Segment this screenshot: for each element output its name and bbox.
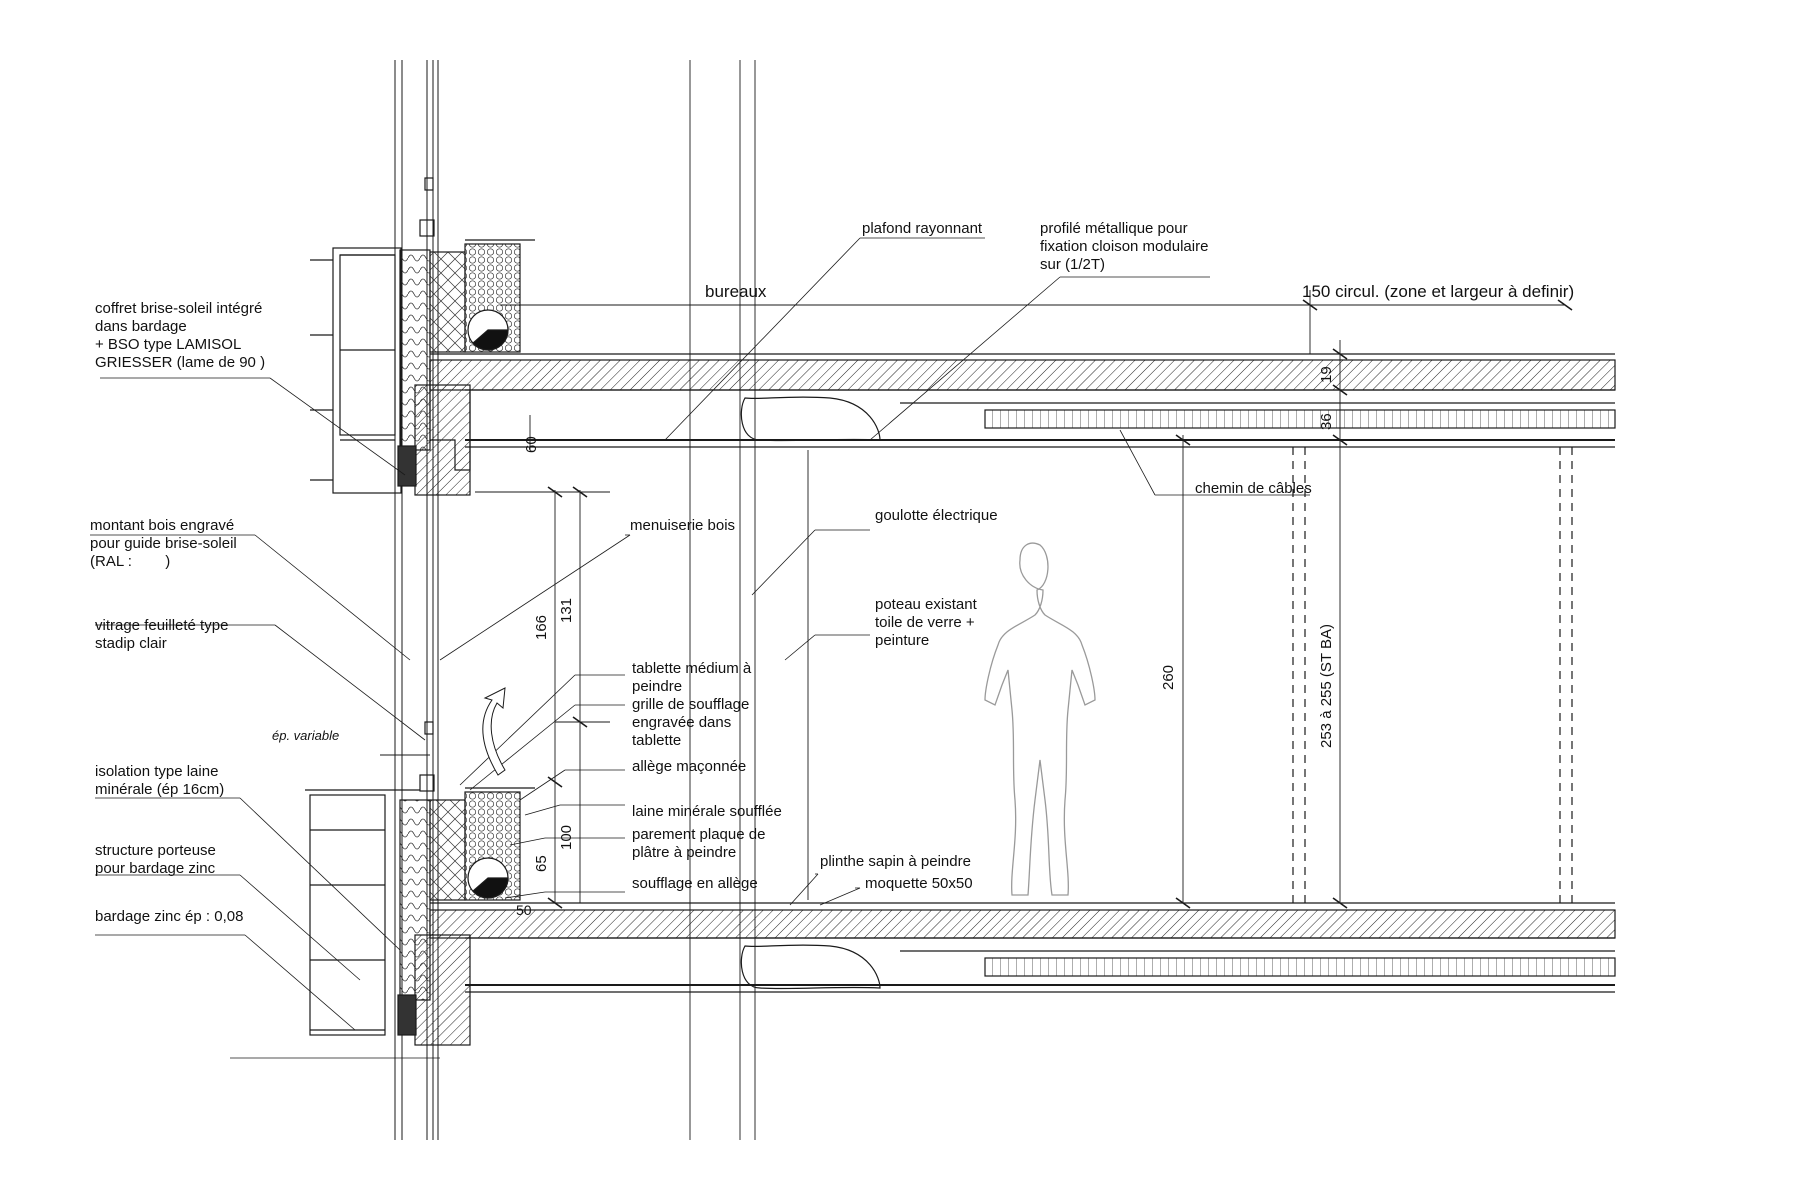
dimension-253: 253 à 255 (ST BA): [1318, 624, 1335, 748]
label-ep-variable: ép. variable: [272, 728, 340, 743]
label-bureaux: bureaux: [705, 282, 767, 301]
label-moquette: moquette 50x50: [865, 875, 973, 892]
dimension-36: 36: [1318, 413, 1335, 430]
dimension-260: 260: [1160, 664, 1177, 690]
dimension-166: 166: [533, 614, 550, 640]
label-montant: montant bois engravé pour guide brise-so…: [90, 517, 237, 570]
dimension-65: 65: [533, 855, 550, 872]
label-chemin: chemin de câbles: [1195, 480, 1312, 497]
label-poteau: poteau existant toile de verre + peintur…: [875, 596, 977, 649]
label-isolation: isolation type laine minérale (ép 16cm): [95, 763, 225, 798]
label-profile: profilé métallique pour fixation cloison…: [1040, 220, 1209, 273]
label-tablette: tablette médium à peindre: [632, 660, 752, 695]
dimension-19: 19: [1318, 366, 1335, 383]
label-parement: parement plaque de plâtre à peindre: [632, 826, 766, 861]
label-plafond: plafond rayonnant: [862, 220, 983, 237]
dimension-100: 100: [558, 824, 575, 850]
label-grille: grille de soufflage engravée dans tablet…: [632, 696, 750, 749]
label-vitrage: vitrage feuilleté type stadip clair: [95, 617, 229, 652]
label-goulotte: goulotte électrique: [875, 507, 998, 524]
dimension-60: 60: [523, 436, 540, 453]
label-coffret: coffret brise-soleil intégré dans bardag…: [95, 300, 266, 371]
label-plinthe: plinthe sapin à peindre: [820, 853, 971, 870]
label-laine-soufflee: laine minérale soufflée: [632, 803, 782, 820]
label-structure: structure porteuse pour bardage zinc: [95, 842, 216, 877]
dimension-131: 131: [558, 597, 575, 623]
label-bardage: bardage zinc ép : 0,08: [95, 908, 244, 925]
human-figure: [984, 542, 1096, 896]
label-allege: allège maçonnée: [632, 758, 747, 775]
label-soufflage: soufflage en allège: [632, 875, 758, 892]
label-circul: 150 circul. (zone et largeur à definir): [1302, 282, 1575, 301]
dimension-50: 50: [516, 902, 532, 918]
label-menuiserie: menuiserie bois: [630, 517, 736, 534]
